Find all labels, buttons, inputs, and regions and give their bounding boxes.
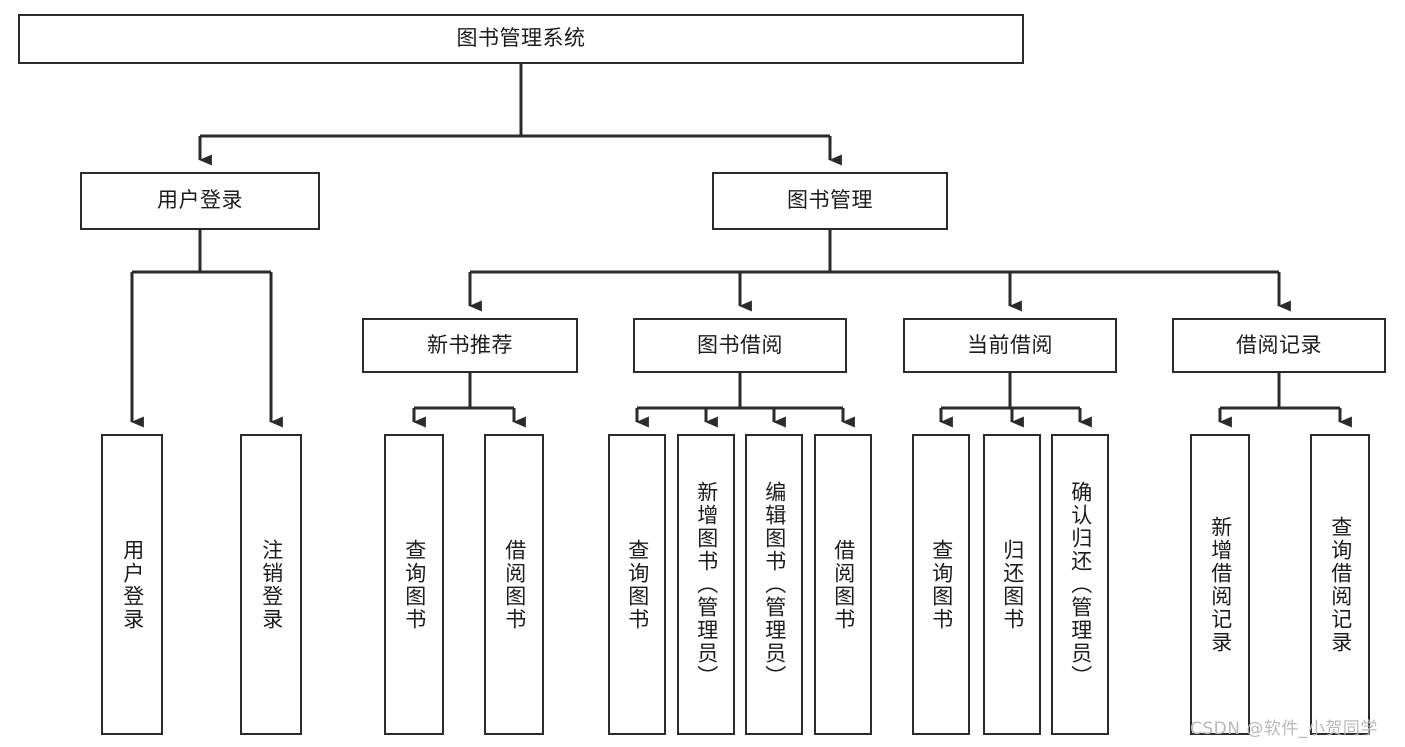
node-leaf-edit-book-label: 编辑图书（管理员） [762, 481, 787, 688]
node-book-manage[interactable]: 图书管理 [712, 172, 948, 230]
node-user-login-label: 用户登录 [157, 188, 243, 213]
node-leaf-borrow-book-1[interactable]: 借阅图书 [484, 434, 544, 735]
node-leaf-query-book-3[interactable]: 查询图书 [912, 434, 970, 735]
node-leaf-add-record-label: 新增借阅记录 [1208, 515, 1233, 654]
node-leaf-borrow-book-2[interactable]: 借阅图书 [814, 434, 872, 735]
node-leaf-add-book[interactable]: 新增图书（管理员） [677, 434, 735, 735]
node-leaf-query-book-1[interactable]: 查询图书 [384, 434, 444, 735]
node-leaf-user-login-label: 用户登录 [120, 538, 145, 631]
node-root[interactable]: 图书管理系统 [18, 14, 1024, 64]
node-current-borrow[interactable]: 当前借阅 [903, 318, 1117, 373]
node-new-book-rec[interactable]: 新书推荐 [362, 318, 578, 373]
node-leaf-return-book-label: 归还图书 [1000, 538, 1025, 631]
node-user-login[interactable]: 用户登录 [80, 172, 320, 230]
node-leaf-add-book-label: 新增图书（管理员） [694, 481, 719, 688]
node-leaf-query-book-2-label: 查询图书 [625, 538, 650, 631]
node-leaf-user-logout[interactable]: 注销登录 [240, 434, 302, 735]
node-leaf-add-record[interactable]: 新增借阅记录 [1190, 434, 1250, 735]
node-leaf-confirm-return[interactable]: 确认归还（管理员） [1051, 434, 1109, 735]
node-leaf-return-book[interactable]: 归还图书 [983, 434, 1041, 735]
node-borrow-record-label: 借阅记录 [1236, 332, 1322, 357]
watermark-text: CSDN @软件_小贺同学 [1190, 719, 1378, 739]
node-leaf-query-book-3-label: 查询图书 [929, 538, 954, 631]
node-leaf-user-login[interactable]: 用户登录 [101, 434, 163, 735]
node-leaf-edit-book[interactable]: 编辑图书（管理员） [745, 434, 803, 735]
node-root-label: 图书管理系统 [456, 26, 586, 51]
node-borrow-record[interactable]: 借阅记录 [1172, 318, 1386, 373]
node-book-manage-label: 图书管理 [787, 188, 873, 213]
node-leaf-confirm-return-label: 确认归还（管理员） [1068, 481, 1093, 688]
node-leaf-query-book-2[interactable]: 查询图书 [608, 434, 666, 735]
node-leaf-query-record-label: 查询借阅记录 [1328, 515, 1353, 654]
node-leaf-borrow-book-2-label: 借阅图书 [831, 538, 856, 631]
node-leaf-user-logout-label: 注销登录 [259, 538, 284, 631]
node-current-borrow-label: 当前借阅 [967, 332, 1053, 357]
node-new-book-rec-label: 新书推荐 [427, 332, 513, 357]
node-leaf-query-book-1-label: 查询图书 [402, 538, 427, 631]
node-leaf-query-record[interactable]: 查询借阅记录 [1310, 434, 1370, 735]
node-book-borrow[interactable]: 图书借阅 [633, 318, 847, 373]
node-leaf-borrow-book-1-label: 借阅图书 [502, 538, 527, 631]
node-book-borrow-label: 图书借阅 [697, 332, 783, 357]
